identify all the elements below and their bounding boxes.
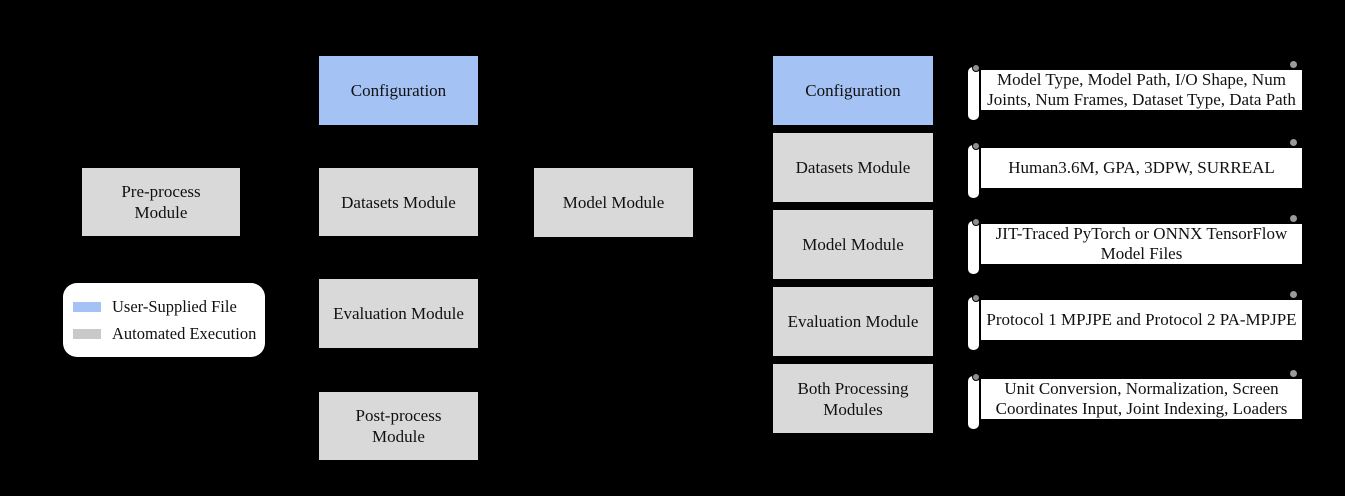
box-label: Post-process Module: [355, 406, 442, 446]
scroll-left-roll-icon: [967, 144, 980, 199]
box-label: Model Module: [562, 193, 665, 212]
scroll-left-roll-icon: [967, 220, 980, 275]
scroll-left-curl-icon: [972, 64, 980, 72]
legend: User-Supplied File Automated Execution: [63, 283, 265, 357]
scroll-left-curl-icon: [972, 373, 980, 381]
box-label: Model Module: [802, 235, 904, 254]
box-both-processing-modules: Both Processing Modules: [773, 364, 933, 433]
box-configuration-detail: Configuration: [773, 56, 933, 125]
box-label: Evaluation Module: [333, 304, 464, 323]
box-configuration-pipeline: Configuration: [319, 56, 478, 125]
scroll-body: Human3.6M, GPA, 3DPW, SURREAL: [979, 146, 1304, 190]
scroll-body: Model Type, Model Path, I/O Shape, Num J…: [979, 68, 1304, 112]
box-pre-process-module: Pre-process Module: [82, 168, 240, 236]
scroll-text: Unit Conversion, Normalization, Screen C…: [995, 378, 1288, 419]
legend-label: Automated Execution: [112, 323, 257, 343]
box-post-process-module: Post-process Module: [319, 392, 478, 460]
legend-label: User-Supplied File: [112, 296, 237, 316]
legend-swatch-automated: [73, 328, 101, 339]
scroll-left-curl-icon: [972, 294, 980, 302]
box-label: Evaluation Module: [787, 312, 919, 331]
box-evaluation-module-pipeline: Evaluation Module: [319, 279, 478, 348]
scroll-left-curl-icon: [972, 142, 980, 150]
scroll-text: Human3.6M, GPA, 3DPW, SURREAL: [1008, 157, 1275, 177]
box-model-module-pipeline: Model Module: [534, 168, 693, 237]
legend-item-user-supplied: User-Supplied File: [73, 297, 265, 317]
legend-swatch-user-supplied: [73, 301, 101, 312]
box-label: Both Processing Modules: [797, 378, 909, 419]
box-datasets-module-pipeline: Datasets Module: [319, 168, 478, 236]
scroll-text: Protocol 1 MPJPE and Protocol 2 PA-MPJPE: [986, 309, 1297, 329]
scroll-annotation-both-processing: Unit Conversion, Normalization, Screen C…: [967, 369, 1304, 430]
box-label: Datasets Module: [341, 192, 456, 212]
box-model-module-detail: Model Module: [773, 210, 933, 279]
scroll-annotation-evaluation: Protocol 1 MPJPE and Protocol 2 PA-MPJPE: [967, 290, 1304, 351]
scroll-body: Protocol 1 MPJPE and Protocol 2 PA-MPJPE: [979, 298, 1304, 342]
scroll-body: JIT-Traced PyTorch or ONNX TensorFlow Mo…: [979, 222, 1304, 266]
scroll-text: Model Type, Model Path, I/O Shape, Num J…: [987, 69, 1296, 110]
legend-item-automated: Automated Execution: [73, 324, 265, 344]
scroll-annotation-datasets: Human3.6M, GPA, 3DPW, SURREAL: [967, 138, 1304, 199]
scroll-body: Unit Conversion, Normalization, Screen C…: [979, 377, 1304, 421]
box-label: Datasets Module: [795, 158, 911, 177]
scroll-text: JIT-Traced PyTorch or ONNX TensorFlow Mo…: [995, 223, 1288, 264]
scroll-left-roll-icon: [967, 296, 980, 351]
box-label: Pre-process Module: [121, 182, 201, 222]
scroll-left-roll-icon: [967, 66, 980, 121]
scroll-left-curl-icon: [972, 218, 980, 226]
box-evaluation-module-detail: Evaluation Module: [773, 287, 933, 356]
box-datasets-module-detail: Datasets Module: [773, 133, 933, 202]
scroll-annotation-configuration: Model Type, Model Path, I/O Shape, Num J…: [967, 60, 1304, 121]
scroll-annotation-model: JIT-Traced PyTorch or ONNX TensorFlow Mo…: [967, 214, 1304, 275]
box-label: Configuration: [350, 81, 447, 100]
box-label: Configuration: [805, 81, 901, 100]
scroll-left-roll-icon: [967, 375, 980, 430]
